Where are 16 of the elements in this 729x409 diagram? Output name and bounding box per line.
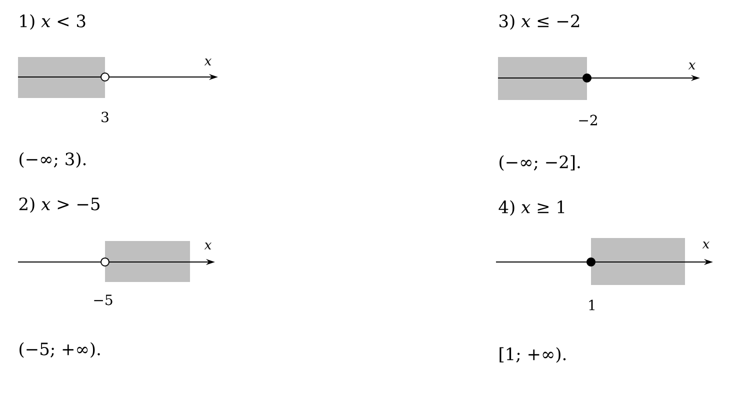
inequality: 1) x < 3	[20, 14, 86, 30]
interval-answer: (−∞; −2].	[500, 155, 580, 171]
axis-label: x	[204, 242, 212, 250]
tick-label: −5	[94, 294, 112, 306]
inequality: 3) x ≤ −2	[500, 14, 580, 30]
interval-answer: (−∞; 3).	[20, 152, 86, 168]
axis-label: x	[688, 62, 696, 70]
inequality: 4) x ≥ 1	[498, 200, 564, 216]
tick-label: 3	[102, 112, 108, 122]
inequality: 2) x > −5	[19, 197, 100, 213]
axis-label: x	[702, 242, 710, 248]
interval-answer: (−5; +∞).	[20, 342, 100, 358]
tick-label: 1	[589, 300, 594, 310]
interval-answer: [1; +∞).	[500, 347, 566, 363]
tick-label: −2	[579, 114, 597, 126]
axis-label: x	[204, 58, 212, 66]
